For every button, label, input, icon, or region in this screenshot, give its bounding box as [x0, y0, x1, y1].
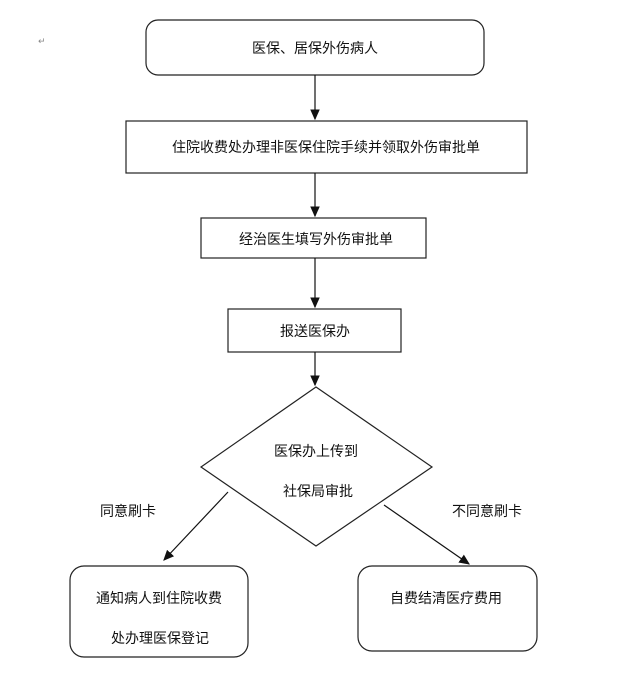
start-node-label: 医保、居保外伤病人	[252, 41, 378, 57]
start-node: 医保、居保外伤病人	[145, 19, 485, 76]
arrow-no	[383, 504, 470, 565]
yes-result-node: 通知病人到住院收费 处办理医保登记	[69, 565, 249, 658]
no-branch-label: 不同意刷卡	[452, 503, 522, 520]
decision-label-line-1: 医保办上传到	[274, 444, 358, 460]
step-2-node: 经治医生填写外伤审批单	[200, 217, 427, 259]
arrow-yes	[163, 491, 229, 561]
no-result-node: 自费结清医疗费用	[357, 565, 538, 652]
yes-result-line-1: 通知病人到住院收费	[96, 590, 222, 607]
step-3-label: 报送医保办	[280, 324, 350, 340]
yes-branch-label: 同意刷卡	[100, 503, 156, 520]
decision-label-line-2: 社保局审批	[283, 484, 353, 500]
step-3-node: 报送医保办	[227, 308, 402, 353]
step-1-label: 住院收费处办理非医保住院手续并领取外伤审批单	[172, 139, 480, 156]
decision-node: 医保办上传到 社保局审批	[199, 386, 434, 547]
yes-result-line-2: 处办理医保登记	[111, 631, 209, 647]
no-result-label: 自费结清医疗费用	[390, 591, 502, 607]
step-1-node: 住院收费处办理非医保住院手续并领取外伤审批单	[125, 120, 528, 174]
paragraph-mark: ↵	[38, 37, 46, 47]
step-2-label: 经治医生填写外伤审批单	[239, 232, 393, 248]
